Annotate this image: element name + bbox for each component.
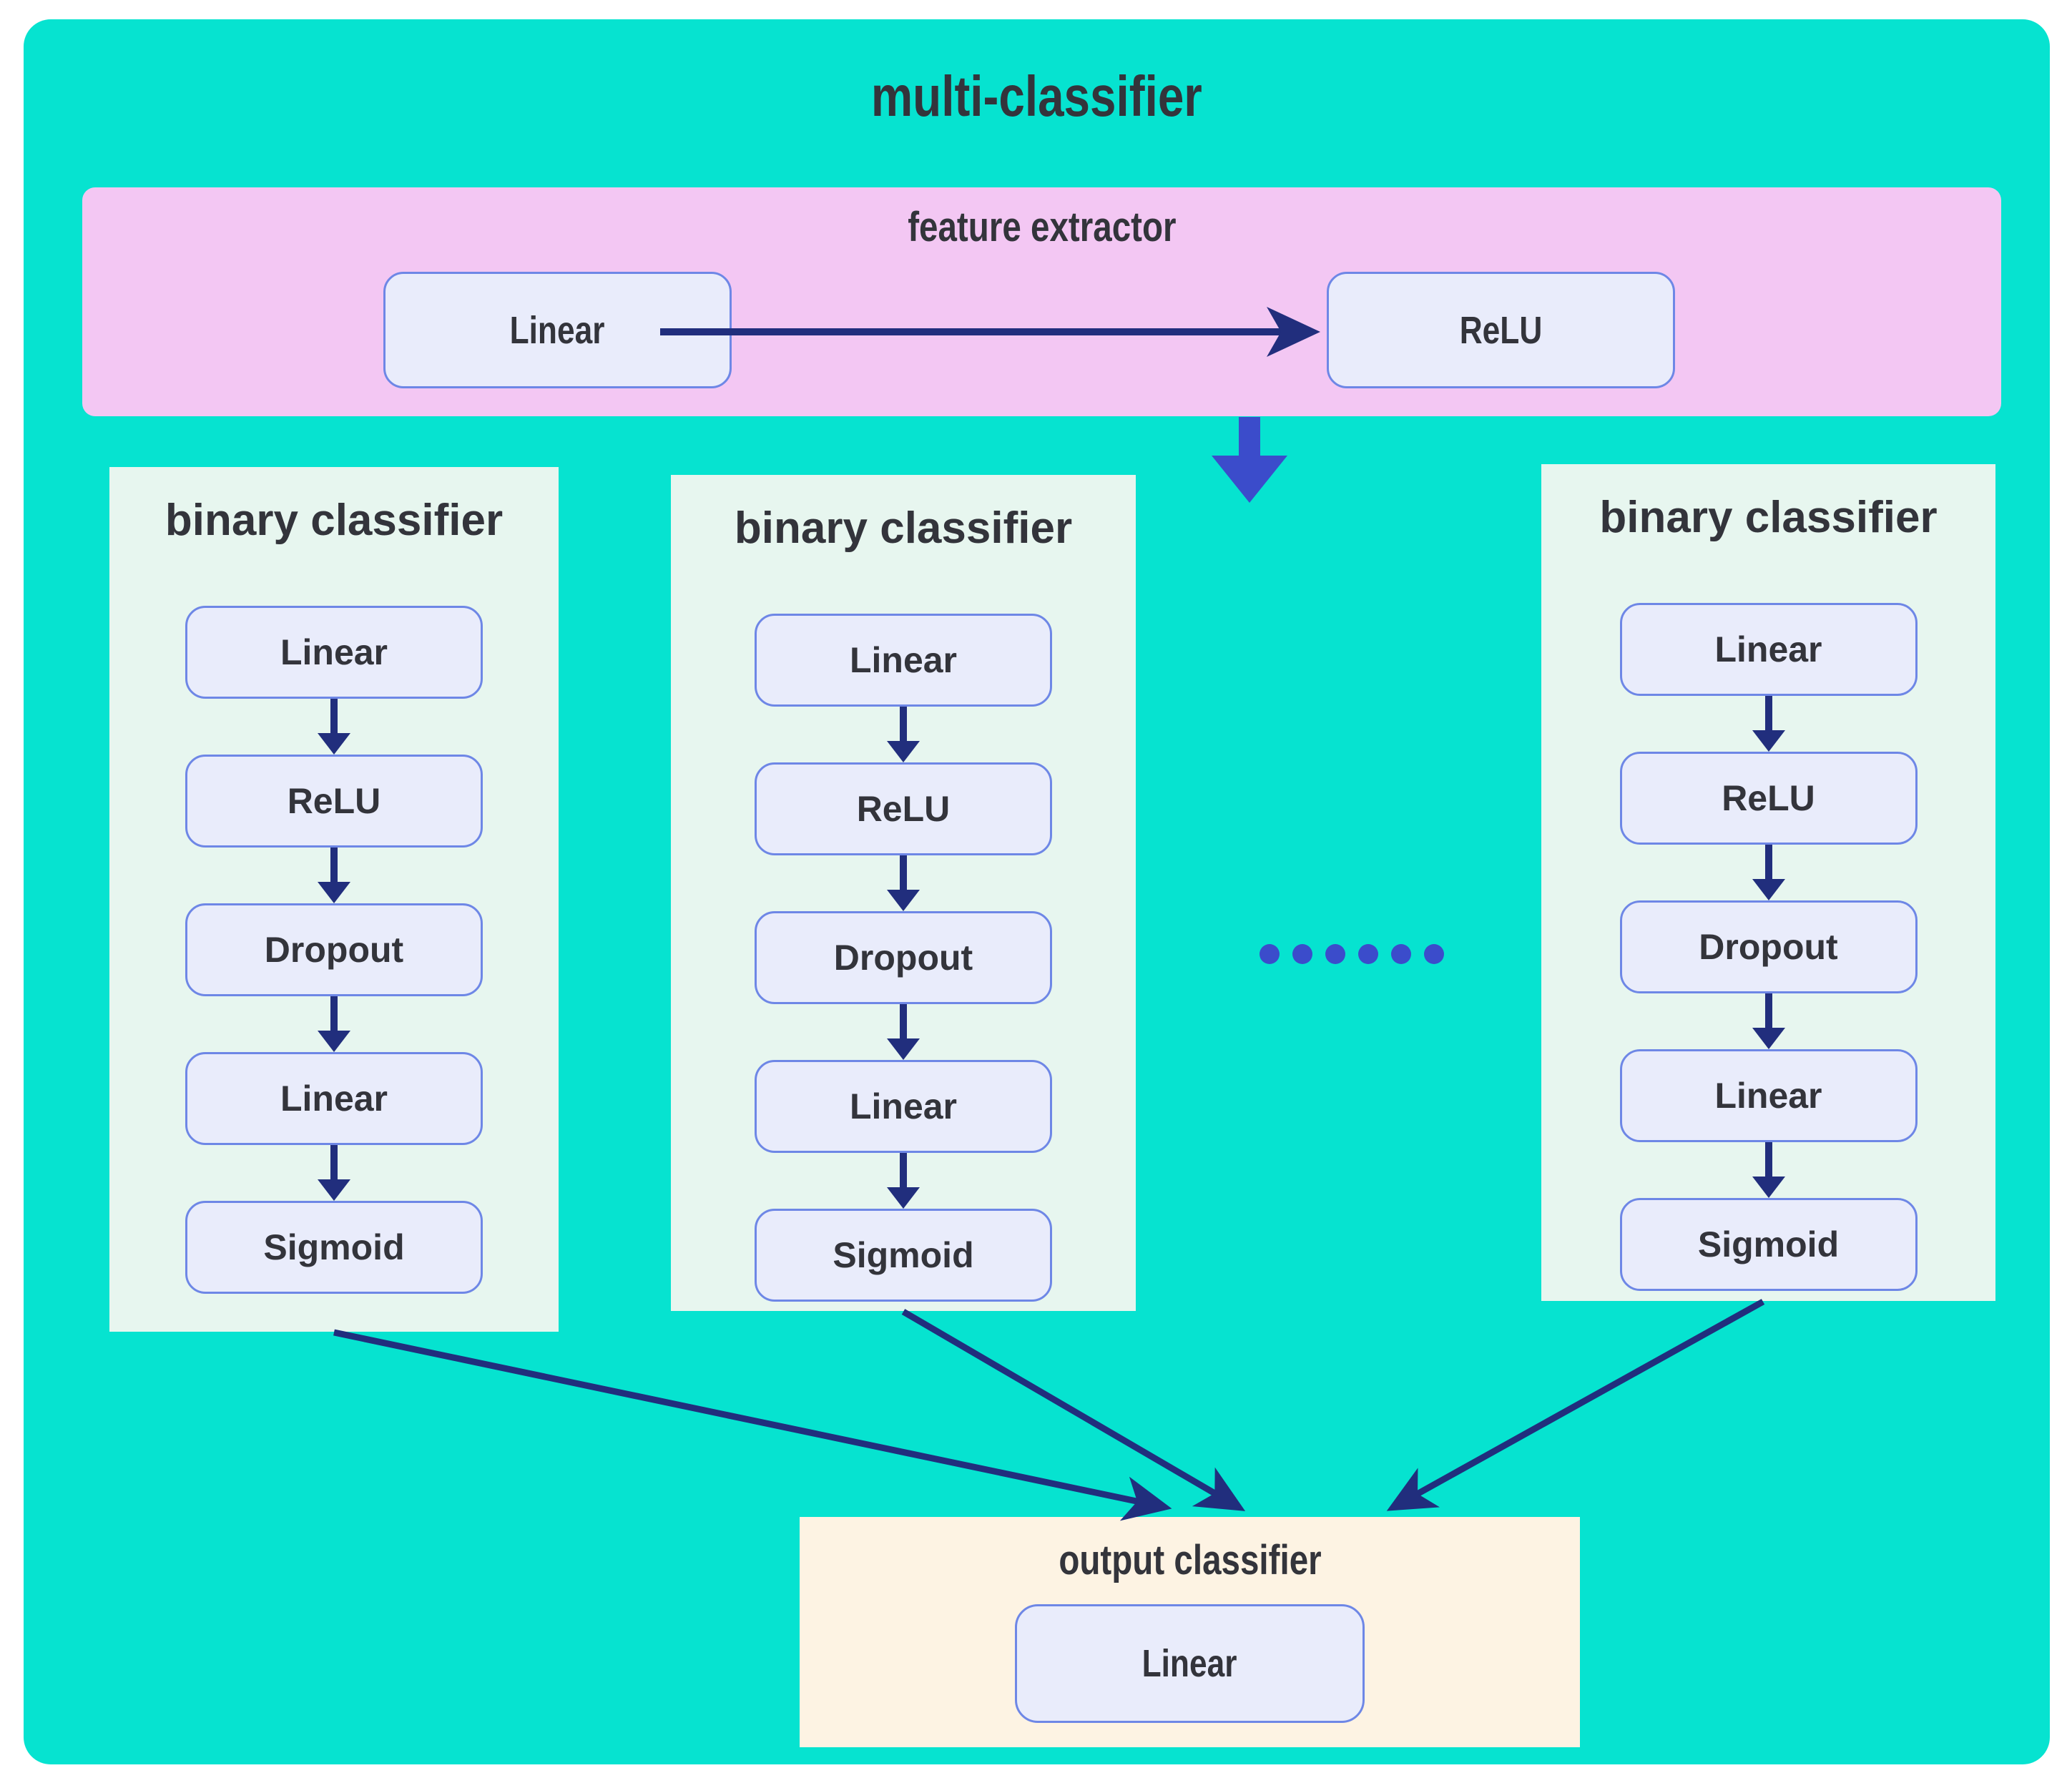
dot-icon bbox=[1358, 944, 1378, 964]
diagram-title-text: multi-classifier bbox=[870, 64, 1203, 128]
node-label: Linear bbox=[849, 1086, 958, 1126]
arrow-shaft bbox=[330, 848, 338, 885]
feature-extractor-title: feature extractor bbox=[82, 203, 2001, 251]
feature-extractor-title-text: feature extractor bbox=[907, 204, 1177, 250]
node-label: Linear bbox=[280, 1079, 388, 1119]
feature-extractor-linear-node: Linear bbox=[383, 272, 732, 388]
arrow-down-icon bbox=[887, 707, 920, 762]
dot-icon bbox=[1325, 944, 1345, 964]
arrow-down-icon bbox=[1752, 696, 1785, 752]
sigmoid-node: Sigmoid bbox=[185, 1201, 483, 1294]
relu-node: ReLU bbox=[185, 755, 483, 848]
arrow-down-icon bbox=[887, 855, 920, 911]
ellipsis-dots bbox=[1260, 944, 1444, 964]
flow-arrow-left-classifier bbox=[333, 1329, 1172, 1521]
arrow-head bbox=[318, 882, 350, 903]
node-label: Sigmoid bbox=[833, 1235, 974, 1275]
binary-classifier-panel-1: binary classifier Linear ReLU Dropout Li… bbox=[109, 467, 559, 1332]
node-label: Sigmoid bbox=[263, 1227, 405, 1267]
arrow-head bbox=[887, 1038, 920, 1060]
relu-node: ReLU bbox=[1619, 752, 1918, 845]
dot-icon bbox=[1391, 944, 1411, 964]
arrow-shaft bbox=[900, 855, 907, 893]
binary-classifier-title: binary classifier bbox=[1599, 493, 1938, 542]
node-label: ReLU bbox=[287, 781, 381, 821]
arrow-head bbox=[318, 1179, 350, 1201]
flow-arrow-middle-classifier bbox=[901, 1309, 1246, 1511]
arrow-shaft bbox=[1764, 1142, 1772, 1179]
sigmoid-node: Sigmoid bbox=[755, 1209, 1052, 1302]
arrow-head bbox=[318, 733, 350, 755]
arrow-down-icon bbox=[318, 848, 350, 903]
node-label: Linear bbox=[280, 632, 388, 672]
linear-node: Linear bbox=[755, 614, 1052, 707]
linear-node: Linear bbox=[1619, 603, 1918, 696]
binary-classifier-title: binary classifier bbox=[734, 504, 1073, 553]
node-label: Linear bbox=[510, 308, 605, 352]
arrow-head bbox=[318, 1031, 350, 1052]
node-label: Linear bbox=[849, 640, 958, 680]
arrow-down-icon bbox=[887, 1153, 920, 1209]
arrow-head bbox=[1752, 879, 1785, 900]
node-label: Linear bbox=[1714, 1076, 1822, 1116]
arrow-down-icon bbox=[1752, 993, 1785, 1049]
arrow-shaft bbox=[900, 707, 907, 744]
output-classifier-title-text: output classifier bbox=[1058, 1537, 1322, 1583]
arrow-shaft bbox=[1764, 696, 1772, 733]
binary-classifier-panel-3: binary classifier Linear ReLU Dropout Li… bbox=[1541, 464, 1995, 1301]
dropout-node: Dropout bbox=[755, 911, 1052, 1004]
dot-icon bbox=[1424, 944, 1444, 964]
arrow-head bbox=[887, 890, 920, 911]
arrow-shaft bbox=[900, 1153, 907, 1190]
node-label: Linear bbox=[1142, 1642, 1237, 1685]
dot-icon bbox=[1260, 944, 1280, 964]
dot-icon bbox=[1292, 944, 1312, 964]
arrow-head bbox=[887, 1187, 920, 1209]
linear-node: Linear bbox=[185, 606, 483, 699]
node-label: Sigmoid bbox=[1697, 1224, 1840, 1264]
linear-node: Linear bbox=[185, 1052, 483, 1145]
multi-classifier-container: multi-classifier feature extractor Linea… bbox=[24, 19, 2050, 1764]
arrow-shaft bbox=[330, 996, 338, 1033]
linear-node: Linear bbox=[1619, 1049, 1918, 1142]
binary-classifier-title: binary classifier bbox=[165, 496, 504, 545]
arrow-head bbox=[1752, 1177, 1785, 1198]
arrow-head bbox=[887, 741, 920, 762]
arrow-head bbox=[1752, 730, 1785, 752]
arrow-shaft bbox=[1764, 993, 1772, 1031]
node-label: ReLU bbox=[1459, 308, 1543, 352]
arrow-down-icon bbox=[318, 699, 350, 755]
relu-node: ReLU bbox=[755, 762, 1052, 855]
output-linear-node: Linear bbox=[1015, 1604, 1365, 1723]
linear-node: Linear bbox=[755, 1060, 1052, 1153]
arrow-shaft bbox=[1764, 845, 1772, 882]
node-label: Linear bbox=[1714, 629, 1822, 669]
arrow-shaft bbox=[330, 699, 338, 736]
node-label: ReLU bbox=[1722, 778, 1815, 818]
arrow-shaft bbox=[330, 1145, 338, 1182]
flow-arrow-right-classifier bbox=[1386, 1299, 1765, 1511]
output-classifier-panel: output classifier Linear bbox=[800, 1517, 1580, 1747]
node-label: Dropout bbox=[1699, 927, 1838, 967]
arrow-down-icon bbox=[318, 996, 350, 1052]
binary-classifier-panel-2: binary classifier Linear ReLU Dropout Li… bbox=[671, 475, 1136, 1311]
diagram-title: multi-classifier bbox=[24, 64, 2050, 129]
dropout-node: Dropout bbox=[1619, 900, 1918, 993]
node-label: Dropout bbox=[833, 938, 973, 978]
feature-extractor-panel: feature extractor Linear ReLU bbox=[82, 187, 2001, 416]
sigmoid-node: Sigmoid bbox=[1619, 1198, 1918, 1291]
feature-extractor-relu-node: ReLU bbox=[1327, 272, 1675, 388]
node-label: Dropout bbox=[264, 930, 404, 970]
arrow-shaft bbox=[900, 1004, 907, 1041]
big-arrow-down-icon bbox=[1212, 417, 1287, 503]
arrow-down-icon bbox=[1752, 845, 1785, 900]
dropout-node: Dropout bbox=[185, 903, 483, 996]
arrow-down-icon bbox=[318, 1145, 350, 1201]
arrow-down-icon bbox=[887, 1004, 920, 1060]
output-classifier-title: output classifier bbox=[1030, 1537, 1350, 1584]
node-label: ReLU bbox=[856, 789, 951, 829]
arrow-down-icon bbox=[1752, 1142, 1785, 1198]
arrow-head bbox=[1752, 1028, 1785, 1049]
